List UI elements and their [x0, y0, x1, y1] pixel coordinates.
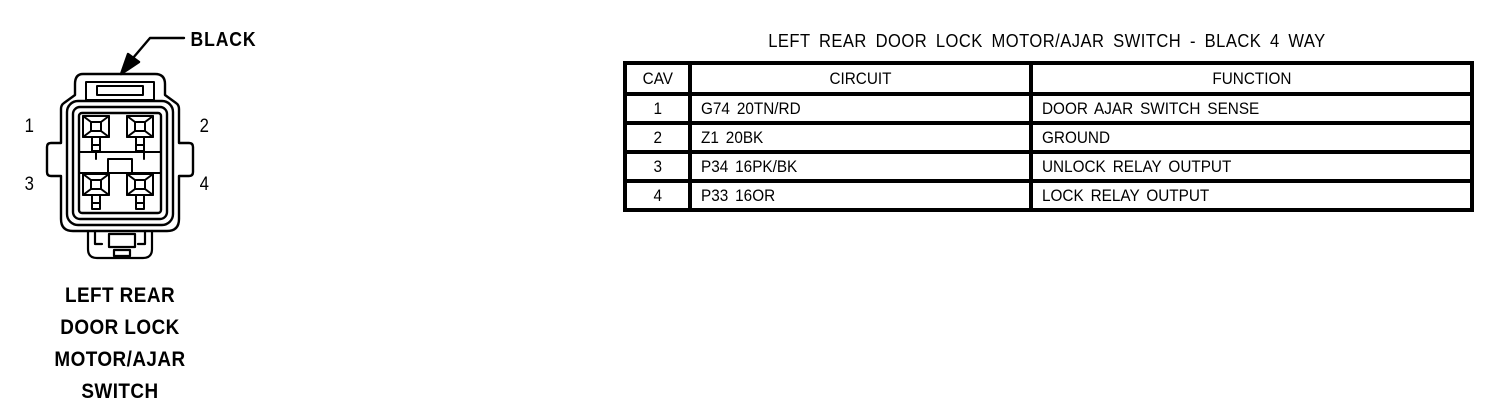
pinout-table-section: LEFT REAR DOOR LOCK MOTOR/AJAR SWITCH - … [623, 31, 1474, 212]
terminal-pin-3 [82, 173, 110, 210]
table-header-row: CAV CIRCUIT FUNCTION [623, 61, 1474, 96]
black-callout-arrow [119, 36, 186, 76]
terminal-pin-4 [126, 173, 154, 210]
pin-number-1: 1 [24, 116, 34, 137]
connector-color-label: BLACK [190, 29, 257, 51]
cav-cell: 4 [623, 179, 692, 212]
circuit-cell: P33 16OR [688, 179, 1033, 212]
table-title: LEFT REAR DOOR LOCK MOTOR/AJAR SWITCH - … [767, 31, 1326, 51]
circuit-cell: P34 16PK/BK [688, 150, 1033, 183]
caption-line: DOOR LOCK [60, 316, 180, 339]
pin-number-3: 3 [24, 174, 34, 195]
function-cell: GROUND [1029, 121, 1474, 154]
pin-number-2: 2 [199, 116, 209, 137]
column-header-function: FUNCTION [1029, 61, 1474, 96]
cav-cell: 1 [623, 92, 692, 125]
pin-number-4: 4 [199, 174, 209, 195]
function-cell: UNLOCK RELAY OUTPUT [1029, 150, 1474, 183]
column-header-circuit: CIRCUIT [688, 61, 1033, 96]
table-row: 4 P33 16OR LOCK RELAY OUTPUT [623, 179, 1474, 212]
connector-bottom-tab [86, 229, 154, 260]
connector-face-diagram [45, 36, 195, 260]
cav-cell: 2 [623, 121, 692, 154]
terminal-pin-1 [82, 115, 110, 152]
pinout-table: CAV CIRCUIT FUNCTION 1 G74 20TN/RD DOOR … [623, 61, 1474, 212]
connector-top-latch [79, 81, 161, 102]
circuit-cell: G74 20TN/RD [688, 92, 1033, 125]
caption-line: SWITCH [81, 380, 159, 403]
caption-line: MOTOR/AJAR [54, 348, 186, 371]
table-row: 1 G74 20TN/RD DOOR AJAR SWITCH SENSE [623, 92, 1474, 125]
connector-center-keyway [78, 151, 162, 174]
connector-outline [45, 72, 195, 233]
table-row: 3 P34 16PK/BK UNLOCK RELAY OUTPUT [623, 150, 1474, 183]
connector-caption: LEFT REAR DOOR LOCK MOTOR/AJAR SWITCH [18, 280, 222, 408]
circuit-cell: Z1 20BK [688, 121, 1033, 154]
connector-inner-shell-2 [71, 105, 169, 221]
column-header-cav: CAV [623, 61, 692, 96]
function-cell: LOCK RELAY OUTPUT [1029, 179, 1474, 212]
cav-cell: 3 [623, 150, 692, 183]
function-cell: DOOR AJAR SWITCH SENSE [1029, 92, 1474, 125]
terminal-pin-2 [126, 115, 154, 152]
table-row: 2 Z1 20BK GROUND [623, 121, 1474, 154]
caption-line: LEFT REAR [64, 284, 176, 307]
